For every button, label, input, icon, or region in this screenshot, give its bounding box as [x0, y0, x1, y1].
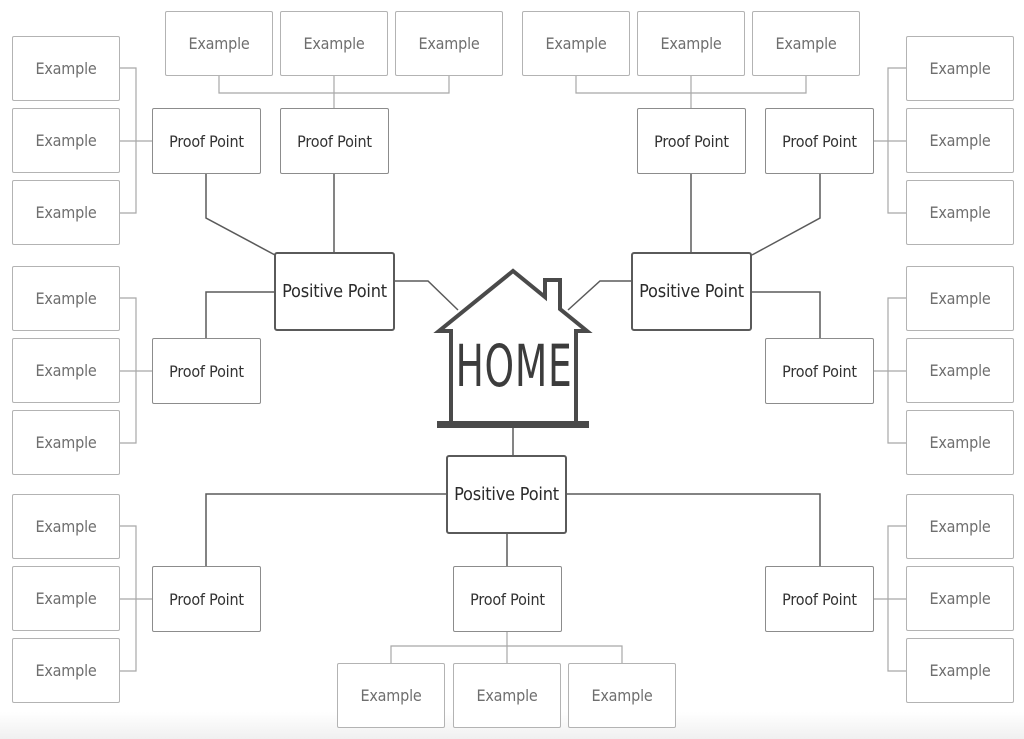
example-right-upper-3[interactable]: Example — [906, 180, 1014, 245]
example-top-left-3[interactable]: Example — [395, 11, 503, 76]
example-right-upper-2[interactable]: Example — [906, 108, 1014, 173]
proof-point-bottom-center[interactable]: Proof Point — [453, 566, 562, 632]
proof-point-top-left-a[interactable]: Proof Point — [152, 108, 261, 174]
example-left-middle-2[interactable]: Example — [12, 338, 120, 403]
example-right-upper-1[interactable]: Example — [906, 36, 1014, 101]
example-right-lower-3[interactable]: Example — [906, 638, 1014, 703]
proof-point-mid-right[interactable]: Proof Point — [765, 338, 874, 404]
example-bottom-3[interactable]: Example — [568, 663, 676, 728]
proof-point-bottom-right[interactable]: Proof Point — [765, 566, 874, 632]
home-label: HOME — [455, 332, 573, 400]
proof-point-top-left-b[interactable]: Proof Point — [280, 108, 389, 174]
example-left-lower-2[interactable]: Example — [12, 566, 120, 631]
example-right-lower-1[interactable]: Example — [906, 494, 1014, 559]
house-outline — [433, 268, 593, 428]
proof-point-mid-left[interactable]: Proof Point — [152, 338, 261, 404]
example-right-middle-3[interactable]: Example — [906, 410, 1014, 475]
example-left-middle-1[interactable]: Example — [12, 266, 120, 331]
example-top-left-2[interactable]: Example — [280, 11, 388, 76]
example-left-upper-1[interactable]: Example — [12, 36, 120, 101]
example-left-upper-3[interactable]: Example — [12, 180, 120, 245]
example-right-middle-2[interactable]: Example — [906, 338, 1014, 403]
example-top-left-1[interactable]: Example — [165, 11, 273, 76]
example-left-upper-2[interactable]: Example — [12, 108, 120, 173]
example-right-lower-2[interactable]: Example — [906, 566, 1014, 631]
example-left-lower-3[interactable]: Example — [12, 638, 120, 703]
example-top-right-2[interactable]: Example — [637, 11, 745, 76]
example-bottom-2[interactable]: Example — [453, 663, 561, 728]
example-left-lower-1[interactable]: Example — [12, 494, 120, 559]
proof-point-top-right-a[interactable]: Proof Point — [637, 108, 746, 174]
positive-point-right[interactable]: Positive Point — [631, 252, 752, 331]
positive-point-bottom[interactable]: Positive Point — [446, 455, 567, 534]
example-bottom-1[interactable]: Example — [337, 663, 445, 728]
example-right-middle-1[interactable]: Example — [906, 266, 1014, 331]
example-brackets — [120, 67, 906, 672]
main-connectors — [205, 174, 821, 566]
proof-point-bottom-left[interactable]: Proof Point — [152, 566, 261, 632]
example-left-middle-3[interactable]: Example — [12, 410, 120, 475]
example-top-right-3[interactable]: Example — [752, 11, 860, 76]
example-top-right-1[interactable]: Example — [522, 11, 630, 76]
positive-point-left[interactable]: Positive Point — [274, 252, 395, 331]
proof-point-top-right-b[interactable]: Proof Point — [765, 108, 874, 174]
